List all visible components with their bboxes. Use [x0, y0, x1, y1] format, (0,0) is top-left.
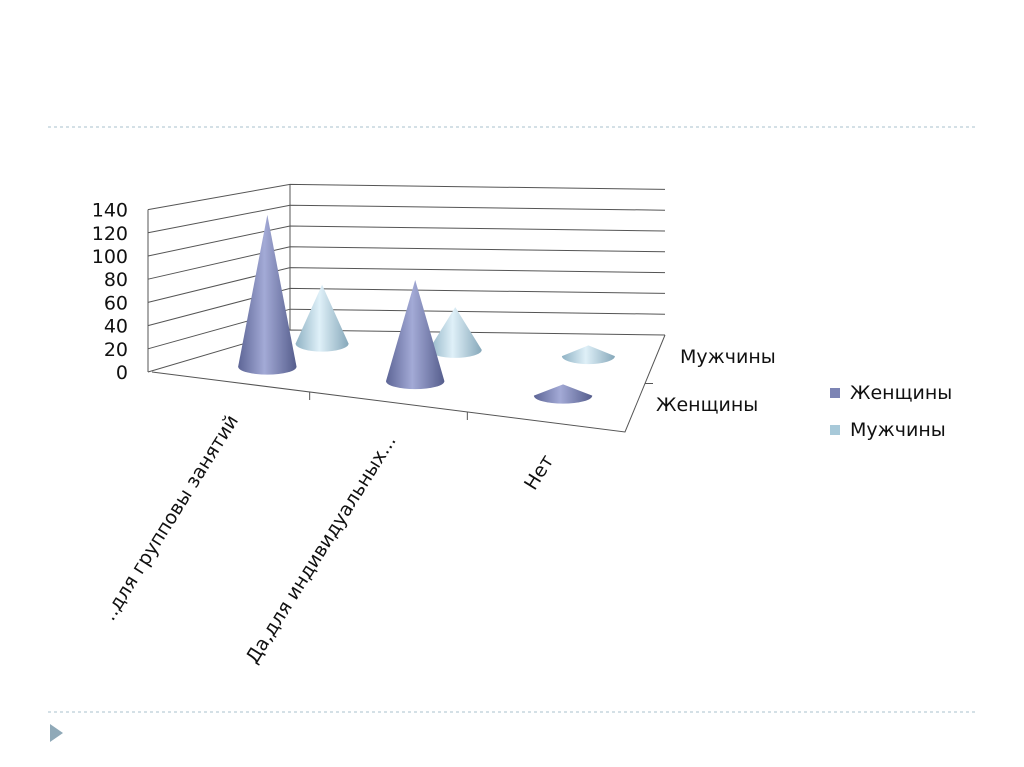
- legend-label: Женщины: [850, 382, 952, 404]
- gridline: [147, 225, 666, 257]
- slide-bullet-icon: [50, 724, 63, 742]
- y-tick-label: 0: [116, 362, 128, 384]
- cone-women: [386, 279, 445, 390]
- y-tick-label: 120: [92, 223, 128, 245]
- category-label: Нет: [520, 451, 558, 494]
- cone-body: [561, 345, 615, 365]
- cone-body: [295, 284, 349, 352]
- legend-swatch: [830, 425, 840, 435]
- cone-body: [238, 214, 297, 375]
- chart-marks: [238, 214, 615, 404]
- y-tick-label: 80: [104, 269, 128, 291]
- category-label: Да,для индивидуальных...: [242, 431, 401, 668]
- depth-label-men: Мужчины: [680, 346, 776, 368]
- gridline: [147, 204, 666, 234]
- cone-body: [386, 279, 445, 390]
- y-tick-label: 140: [92, 200, 128, 222]
- cone-body: [428, 307, 482, 358]
- y-tick-label: 20: [104, 339, 128, 361]
- legend-label: Мужчины: [850, 419, 946, 441]
- gridline: [147, 183, 666, 211]
- depth-label-women: Женщины: [656, 394, 758, 416]
- cone-men: [428, 307, 482, 358]
- gridline: [147, 246, 666, 280]
- cone-women: [533, 384, 593, 404]
- y-tick-label: 100: [92, 246, 128, 268]
- cone-women: [238, 214, 297, 375]
- category-label: ..для групповы занятий: [98, 411, 243, 625]
- chart-grid: [147, 183, 666, 433]
- y-tick-label: 40: [104, 316, 128, 338]
- gridline: [147, 267, 666, 303]
- cone-men: [561, 345, 615, 365]
- cone-men: [295, 284, 349, 352]
- y-tick-label: 60: [104, 292, 128, 314]
- legend-swatch: [830, 388, 840, 398]
- cone-body: [533, 384, 593, 404]
